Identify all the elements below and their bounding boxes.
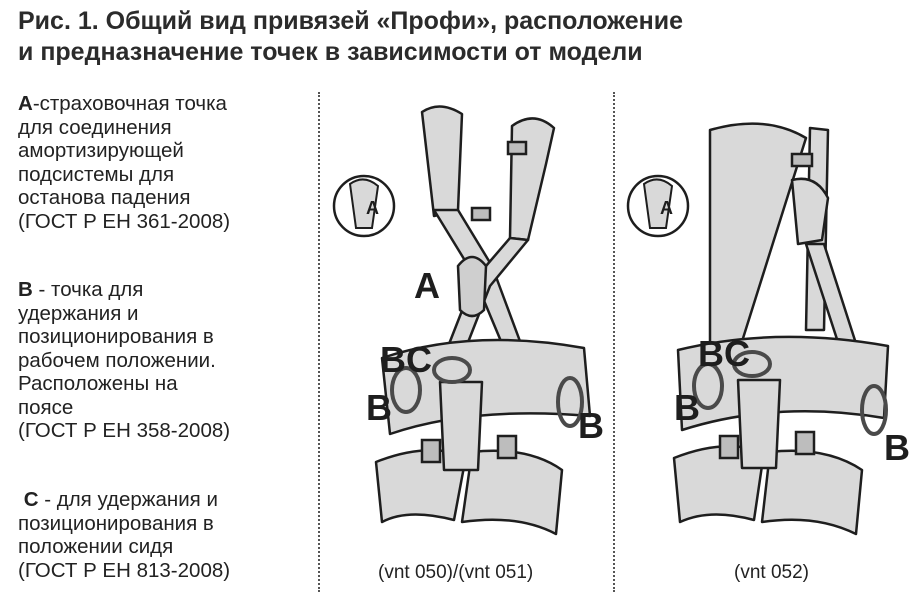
- label-point-bc-2: BC: [698, 333, 750, 374]
- legend-c-line-3: положении сидя: [18, 535, 174, 558]
- legend-b-line-7: (ГОСТ Р ЕН 358-2008): [18, 419, 231, 442]
- legend-b-line-4: рабочем положении.: [18, 348, 216, 372]
- right-leg-buckle: [496, 434, 518, 460]
- label-point-a: A: [414, 265, 440, 306]
- front-attachment-loop: [456, 255, 488, 318]
- legend-b-line-1: - точка для: [32, 278, 144, 301]
- left-long-strap: [708, 122, 808, 388]
- legend-key-c: С: [23, 488, 39, 511]
- divider-middle: [613, 92, 615, 592]
- right-leg-buckle-2: [794, 430, 816, 456]
- inset-icon-2: A: [626, 174, 690, 238]
- caption-vnt-052: (vnt 052): [734, 562, 809, 583]
- figure-title-line-2: и предназначение точек в зависимости от …: [18, 38, 643, 66]
- label-point-b-left: B: [366, 387, 392, 428]
- legend-item-a: А-страховочная точка для соединения амор…: [18, 92, 318, 233]
- harness-figure-vnt-052: A BC B B (vnt 052): [616, 90, 916, 590]
- divider-left: [318, 92, 320, 592]
- legend-b-line-2: удержания и: [18, 301, 139, 325]
- legend-b-line-3: позиционирования в: [18, 325, 214, 348]
- left-leg-buckle-2: [718, 434, 740, 460]
- legend-a-line-2: для соединения: [18, 115, 172, 139]
- harness-illustration-1: A A BC B B: [332, 105, 604, 536]
- inset-label-a-2: A: [660, 198, 673, 218]
- label-point-b-right-2: B: [884, 427, 910, 468]
- right-shoulder-pad: [508, 117, 556, 242]
- center-bridge-2: [736, 378, 782, 470]
- legend-a-line-3: амортизирующей: [18, 139, 184, 162]
- chest-buckle: [470, 206, 492, 222]
- shoulder-buckle: [506, 140, 528, 156]
- legend-a-line-4: подсистемы для: [18, 162, 175, 186]
- left-shoulder-pad: [420, 105, 464, 218]
- harness-figure-vnt-050-051: A A BC B B (vnt 050)/(vnt 051): [322, 90, 612, 590]
- waist-belt: [380, 338, 592, 436]
- label-point-b-left-2: B: [674, 387, 700, 428]
- shoulder-buckle-2: [790, 152, 814, 168]
- legend-b-line-6: поясе: [18, 395, 74, 419]
- legend-key-b: В: [18, 278, 33, 301]
- left-side-d-ring-2: [692, 362, 724, 410]
- caption-vnt-050-051: (vnt 050)/(vnt 051): [378, 562, 534, 583]
- ventral-ring: [432, 356, 472, 384]
- legend-item-c: С - для удержания и позиционирования в п…: [18, 488, 318, 582]
- left-leg-buckle: [420, 438, 442, 464]
- harness-illustration-2: A BC B B: [626, 122, 910, 536]
- label-point-bc: BC: [380, 339, 432, 380]
- right-side-d-ring-2: [860, 384, 888, 436]
- legend-b-line-5: Расположены на: [18, 372, 178, 395]
- legend-item-b: В - точка для удержания и позиционирован…: [18, 278, 318, 443]
- left-side-d-ring: [390, 366, 422, 414]
- legend-c-line-2: позиционирования в: [18, 511, 214, 535]
- inset-label-a-1: A: [366, 198, 379, 218]
- right-side-d-ring: [556, 376, 584, 428]
- figure-title: Рис. 1. Общий вид привязей «Профи», расп…: [18, 6, 908, 68]
- label-point-b-right: B: [578, 405, 604, 446]
- legend-c-line-4: (ГОСТ Р ЕН 813-2008): [18, 558, 231, 582]
- ventral-ring-2: [732, 350, 772, 378]
- legend-key-a: А: [18, 92, 33, 115]
- figure-title-line-1: Рис. 1. Общий вид привязей «Профи», расп…: [18, 7, 683, 35]
- center-bridge: [438, 380, 484, 472]
- legend-a-line-1: -страховочная точка: [32, 92, 227, 115]
- legend-a-line-6: (ГОСТ Р ЕН 361-2008): [18, 209, 231, 233]
- legend-c-line-1: - для удержания и: [38, 488, 218, 511]
- legend-a-line-5: останова падения: [18, 186, 191, 209]
- back-pad: [790, 177, 830, 246]
- inset-icon-1: A: [332, 174, 396, 238]
